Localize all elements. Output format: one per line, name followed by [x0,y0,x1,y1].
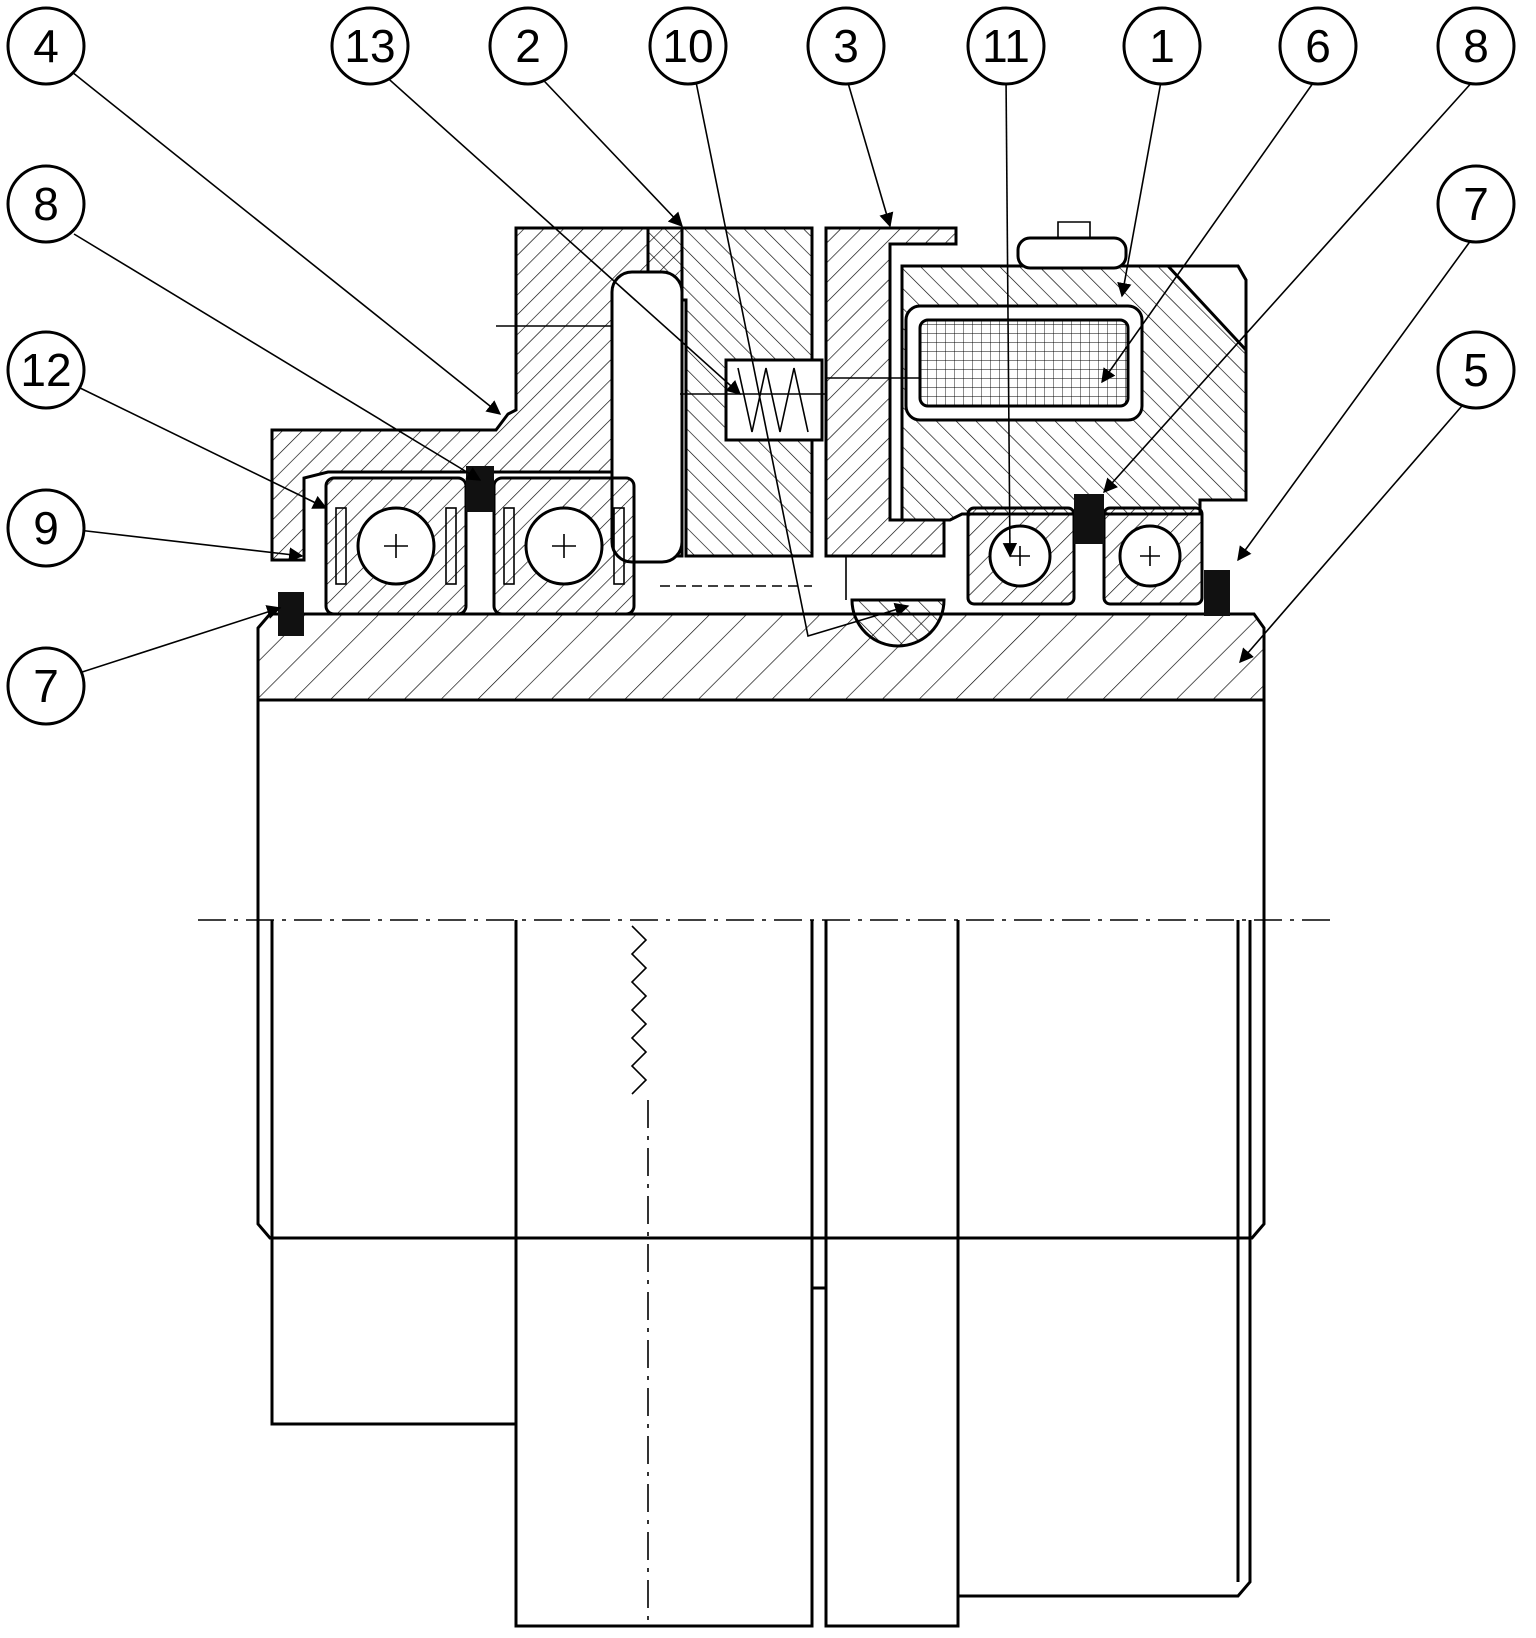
callout-7-right: 7 [1436,164,1516,244]
left-bearing-pair [324,476,636,616]
callout-label: 10 [662,20,713,72]
callout-label: 8 [1463,20,1489,72]
callout-7-left: 7 [6,646,86,726]
callout-label: 5 [1463,344,1489,396]
callout-4-top: 4 [6,6,86,86]
callout-label: 11 [982,20,1030,72]
callout-label: 7 [33,660,59,712]
lower-outline-view [198,700,1330,1628]
terminal [1016,236,1128,270]
callout-9-left: 9 [6,488,86,568]
callout-label: 2 [515,20,541,72]
callout-13-top: 13 [330,6,410,86]
upper-section-view [256,221,1266,702]
right-bearing-pair [966,506,1204,606]
magnet-chamfer [1164,264,1248,354]
callout-1-top: 1 [1122,6,1202,86]
seal-left [278,592,304,636]
terminal-screw [1057,221,1091,238]
callout-label: 12 [20,344,71,396]
seal-right [1204,570,1230,616]
callout-12-left: 12 [6,330,86,410]
seal-upper-left [466,466,494,512]
spring-pocket [724,358,824,442]
hub-section [256,612,1266,702]
leader-lines [61,63,1475,675]
coil-winding [918,318,1130,408]
callout-label: 8 [33,178,59,230]
callout-10-top: 10 [648,6,728,86]
callout-8-left: 8 [6,164,86,244]
callout-label: 7 [1463,178,1489,230]
callout-3-top: 3 [806,6,886,86]
callout-label: 13 [344,20,395,72]
callout-11-top: 11 [966,6,1046,86]
callout-label: 1 [1149,20,1175,72]
seal-upper-right [1074,494,1104,544]
callout-2-top: 2 [488,6,568,86]
spring [737,367,809,433]
callout-8-right: 8 [1436,6,1516,86]
callout-5-right: 5 [1436,330,1516,410]
callout-6-top: 6 [1278,6,1358,86]
callout-label: 4 [33,20,59,72]
callout-label: 9 [33,502,59,554]
callout-label: 3 [833,20,859,72]
callout-label: 6 [1305,20,1331,72]
